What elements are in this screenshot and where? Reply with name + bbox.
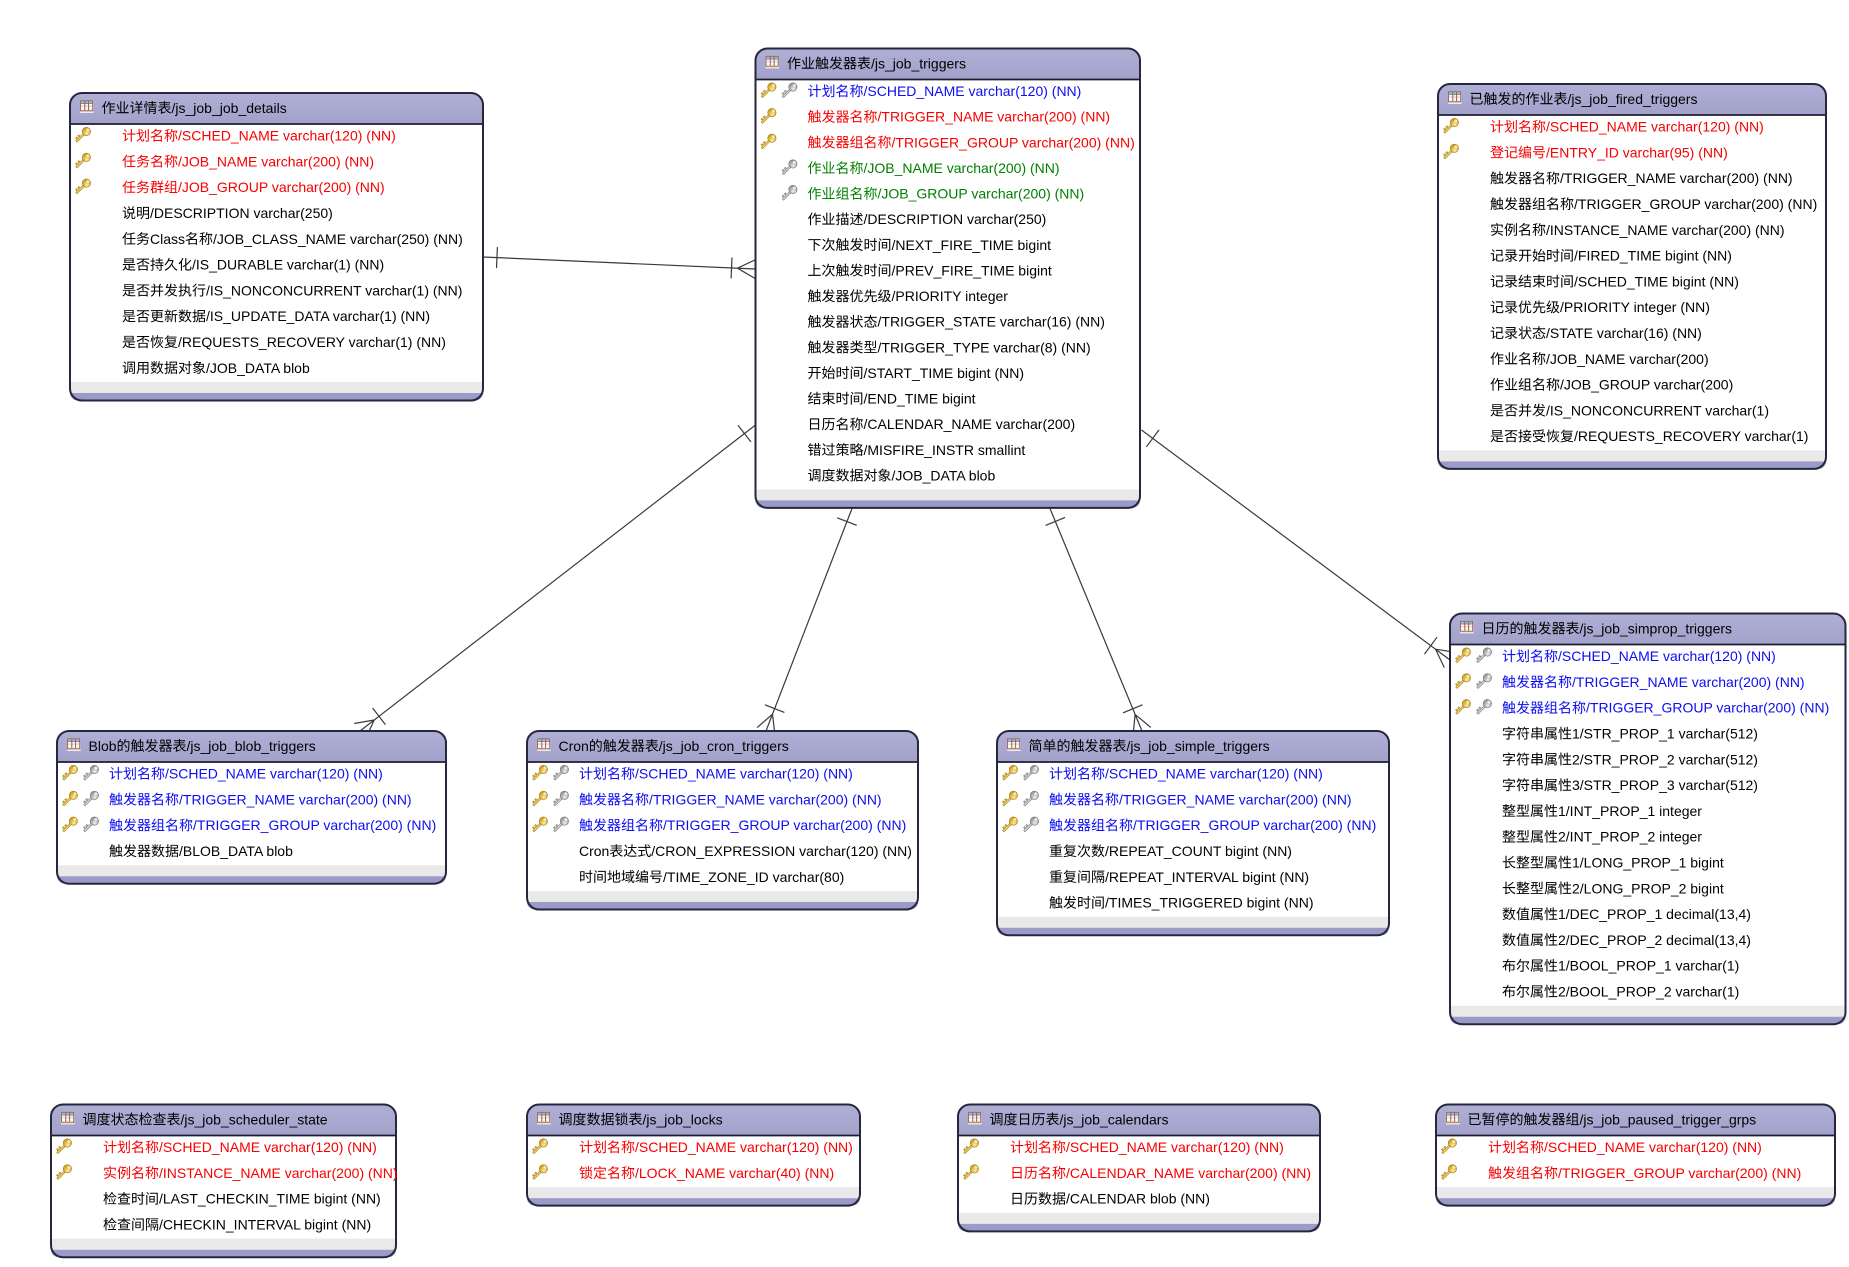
- svg-text:/js_job_triggers: /js_job_triggers: [871, 55, 966, 71]
- svg-text:/TRIGGER_GROUP varchar(200) (N: /TRIGGER_GROUP varchar(200) (NN): [1133, 817, 1376, 833]
- svg-text:/js_job_locks: /js_job_locks: [643, 1111, 723, 1127]
- svg-text:/js_job_simprop_triggers: /js_job_simprop_triggers: [1580, 620, 1733, 636]
- svg-text:/SCHED_TIME bigint (NN): /SCHED_TIME bigint (NN): [1574, 273, 1739, 289]
- svg-text:/js_job_scheduler_state: /js_job_scheduler_state: [181, 1111, 328, 1127]
- svg-text:/PRIORITY integer: /PRIORITY integer: [892, 288, 1009, 304]
- svg-text:1/DEC_PROP_1 decimal(13,4): 1/DEC_PROP_1 decimal(13,4): [1558, 906, 1751, 922]
- svg-text:/LOCK_NAME varchar(40) (NN): /LOCK_NAME varchar(40) (NN): [635, 1165, 834, 1181]
- svg-text:/MISFIRE_INSTR smallint: /MISFIRE_INSTR smallint: [864, 442, 1026, 458]
- svg-text:/IS_DURABLE varchar(1) (NN): /IS_DURABLE varchar(1) (NN): [192, 257, 384, 273]
- svg-text:/CALENDAR blob (NN): /CALENDAR blob (NN): [1066, 1191, 1210, 1207]
- svg-text:/REPEAT_INTERVAL bigint (NN): /REPEAT_INTERVAL bigint (NN): [1105, 869, 1309, 885]
- svg-text:/TRIGGER_NAME varchar(200) (NN: /TRIGGER_NAME varchar(200) (NN): [649, 791, 882, 807]
- svg-text:1/LONG_PROP_1 bigint: 1/LONG_PROP_1 bigint: [1572, 855, 1724, 871]
- svg-text:/TRIGGER_GROUP varchar(200) (N: /TRIGGER_GROUP varchar(200) (NN): [892, 134, 1135, 150]
- svg-text:/JOB_NAME varchar(200): /JOB_NAME varchar(200): [1546, 351, 1709, 367]
- svg-text:/JOB_GROUP varchar(200) (NN): /JOB_GROUP varchar(200) (NN): [878, 186, 1085, 202]
- svg-text:/JOB_CLASS_NAME varchar(250) (: /JOB_CLASS_NAME varchar(250) (NN): [213, 231, 463, 247]
- svg-text:/js_job_fired_triggers: /js_job_fired_triggers: [1568, 91, 1698, 107]
- svg-text:Cron: Cron: [559, 738, 589, 754]
- svg-text:/INSTANCE_NAME varchar(200) (N: /INSTANCE_NAME varchar(200) (NN): [159, 1165, 398, 1181]
- svg-text:/CALENDAR_NAME varchar(200) (N: /CALENDAR_NAME varchar(200) (NN): [1066, 1165, 1311, 1181]
- svg-text:/JOB_NAME varchar(200) (NN): /JOB_NAME varchar(200) (NN): [864, 160, 1060, 176]
- svg-text:3/STR_PROP_3 varchar(512): 3/STR_PROP_3 varchar(512): [1572, 777, 1758, 793]
- svg-text:1/BOOL_PROP_1 varchar(1): 1/BOOL_PROP_1 varchar(1): [1558, 958, 1739, 974]
- svg-text:/js_job_simple_triggers: /js_job_simple_triggers: [1127, 738, 1270, 754]
- svg-text:/JOB_DATA blob: /JOB_DATA blob: [206, 360, 310, 376]
- svg-text:/SCHED_NAME varchar(120) (NN): /SCHED_NAME varchar(120) (NN): [159, 1139, 377, 1155]
- svg-text:/FIRED_TIME bigint (NN): /FIRED_TIME bigint (NN): [1574, 248, 1732, 264]
- svg-text:1/INT_PROP_1 integer: 1/INT_PROP_1 integer: [1558, 803, 1702, 819]
- svg-text:/SCHED_NAME varchar(120) (NN): /SCHED_NAME varchar(120) (NN): [1546, 119, 1764, 135]
- svg-text:/REQUESTS_RECOVERY varchar(1): /REQUESTS_RECOVERY varchar(1) (NN): [178, 334, 446, 350]
- svg-text:/TRIGGER_TYPE varchar(8) (NN): /TRIGGER_TYPE varchar(8) (NN): [878, 339, 1091, 355]
- svg-text:/js_job_paused_trigger_grps: /js_job_paused_trigger_grps: [1580, 1111, 1757, 1127]
- svg-text:/SCHED_NAME varchar(120) (NN): /SCHED_NAME varchar(120) (NN): [165, 766, 383, 782]
- svg-text:/NEXT_FIRE_TIME bigint: /NEXT_FIRE_TIME bigint: [892, 237, 1052, 253]
- svg-text:2/LONG_PROP_2 bigint: 2/LONG_PROP_2 bigint: [1572, 880, 1724, 896]
- svg-text:/JOB_NAME varchar(200) (NN): /JOB_NAME varchar(200) (NN): [178, 153, 374, 169]
- svg-text:/CHECKIN_INTERVAL bigint (NN): /CHECKIN_INTERVAL bigint (NN): [159, 1217, 371, 1233]
- svg-text:/CRON_EXPRESSION varchar(120): /CRON_EXPRESSION varchar(120) (NN): [651, 843, 912, 859]
- svg-text:/STATE varchar(16) (NN): /STATE varchar(16) (NN): [1546, 325, 1702, 341]
- svg-text:/SCHED_NAME varchar(120) (NN): /SCHED_NAME varchar(120) (NN): [1105, 766, 1323, 782]
- svg-text:/TRIGGER_NAME varchar(200) (NN: /TRIGGER_NAME varchar(200) (NN): [1560, 170, 1793, 186]
- svg-text:2/DEC_PROP_2 decimal(13,4): 2/DEC_PROP_2 decimal(13,4): [1558, 932, 1751, 948]
- svg-text:/TRIGGER_NAME varchar(200) (NN: /TRIGGER_NAME varchar(200) (NN): [878, 109, 1111, 125]
- svg-text:/ENTRY_ID varchar(95) (NN): /ENTRY_ID varchar(95) (NN): [1546, 144, 1728, 160]
- svg-text:/js_job_calendars: /js_job_calendars: [1060, 1111, 1169, 1127]
- svg-text:/js_job_job_details: /js_job_job_details: [172, 100, 287, 116]
- svg-text:/TRIGGER_GROUP varchar(200) (N: /TRIGGER_GROUP varchar(200) (NN): [1558, 1165, 1801, 1181]
- svg-text:/TRIGGER_GROUP varchar(200) (N: /TRIGGER_GROUP varchar(200) (NN): [193, 817, 436, 833]
- svg-text:/BLOB_DATA blob: /BLOB_DATA blob: [179, 843, 293, 859]
- svg-text:/SCHED_NAME varchar(120) (NN): /SCHED_NAME varchar(120) (NN): [635, 1139, 853, 1155]
- svg-text:/js_job_cron_triggers: /js_job_cron_triggers: [659, 738, 789, 754]
- svg-text:/REPEAT_COUNT bigint (NN): /REPEAT_COUNT bigint (NN): [1105, 843, 1292, 859]
- svg-text:/SCHED_NAME varchar(120) (NN): /SCHED_NAME varchar(120) (NN): [864, 83, 1082, 99]
- svg-text:1/STR_PROP_1 varchar(512): 1/STR_PROP_1 varchar(512): [1572, 726, 1758, 742]
- svg-text:Cron: Cron: [579, 843, 609, 859]
- svg-text:/PREV_FIRE_TIME bigint: /PREV_FIRE_TIME bigint: [892, 262, 1052, 278]
- svg-text:/JOB_DATA blob: /JOB_DATA blob: [892, 467, 996, 483]
- svg-text:/SCHED_NAME varchar(120) (NN): /SCHED_NAME varchar(120) (NN): [1558, 648, 1776, 664]
- svg-text:/INSTANCE_NAME varchar(200) (N: /INSTANCE_NAME varchar(200) (NN): [1546, 222, 1785, 238]
- svg-text:/TIMES_TRIGGERED bigint (NN): /TIMES_TRIGGERED bigint (NN): [1105, 895, 1313, 911]
- svg-text:/IS_NONCONCURRENT varchar(1) (: /IS_NONCONCURRENT varchar(1) (NN): [206, 282, 462, 298]
- svg-text:/CALENDAR_NAME varchar(200): /CALENDAR_NAME varchar(200): [864, 416, 1076, 432]
- svg-text:/START_TIME bigint (NN): /START_TIME bigint (NN): [864, 365, 1025, 381]
- svg-text:/LAST_CHECKIN_TIME bigint (NN): /LAST_CHECKIN_TIME bigint (NN): [159, 1191, 381, 1207]
- svg-text:/JOB_GROUP varchar(200): /JOB_GROUP varchar(200): [1560, 377, 1733, 393]
- svg-text:2/BOOL_PROP_2 varchar(1): 2/BOOL_PROP_2 varchar(1): [1558, 984, 1739, 1000]
- svg-text:/DESCRIPTION varchar(250): /DESCRIPTION varchar(250): [150, 205, 333, 221]
- svg-text:/TRIGGER_NAME varchar(200) (NN: /TRIGGER_NAME varchar(200) (NN): [179, 791, 412, 807]
- svg-text:/PRIORITY integer (NN): /PRIORITY integer (NN): [1560, 299, 1710, 315]
- svg-text:/TRIGGER_GROUP varchar(200) (N: /TRIGGER_GROUP varchar(200) (NN): [663, 817, 906, 833]
- svg-text:/SCHED_NAME varchar(120) (NN): /SCHED_NAME varchar(120) (NN): [1544, 1139, 1762, 1155]
- svg-text:/TRIGGER_STATE varchar(16) (NN: /TRIGGER_STATE varchar(16) (NN): [878, 314, 1105, 330]
- svg-text:/js_job_blob_triggers: /js_job_blob_triggers: [187, 738, 316, 754]
- svg-text:/IS_UPDATE_DATA varchar(1) (NN: /IS_UPDATE_DATA varchar(1) (NN): [206, 308, 430, 324]
- svg-text:/TRIGGER_NAME varchar(200) (NN: /TRIGGER_NAME varchar(200) (NN): [1572, 674, 1805, 690]
- svg-text:/SCHED_NAME varchar(120) (NN): /SCHED_NAME varchar(120) (NN): [635, 766, 853, 782]
- svg-text:/END_TIME bigint: /END_TIME bigint: [864, 391, 976, 407]
- svg-text:/SCHED_NAME varchar(120) (NN): /SCHED_NAME varchar(120) (NN): [178, 128, 396, 144]
- svg-text:/REQUESTS_RECOVERY varchar(1): /REQUESTS_RECOVERY varchar(1): [1574, 428, 1808, 444]
- svg-text:/TRIGGER_GROUP varchar(200) (N: /TRIGGER_GROUP varchar(200) (NN): [1586, 700, 1829, 716]
- svg-text:/TRIGGER_GROUP varchar(200) (N: /TRIGGER_GROUP varchar(200) (NN): [1574, 196, 1817, 212]
- svg-text:/TRIGGER_NAME varchar(200) (NN: /TRIGGER_NAME varchar(200) (NN): [1119, 791, 1352, 807]
- svg-text:Blob: Blob: [89, 738, 117, 754]
- svg-text:/TIME_ZONE_ID varchar(80): /TIME_ZONE_ID varchar(80): [663, 869, 844, 885]
- svg-text:/SCHED_NAME varchar(120) (NN): /SCHED_NAME varchar(120) (NN): [1066, 1139, 1284, 1155]
- svg-text:/JOB_GROUP varchar(200) (NN): /JOB_GROUP varchar(200) (NN): [178, 179, 385, 195]
- svg-text:2/STR_PROP_2 varchar(512): 2/STR_PROP_2 varchar(512): [1572, 751, 1758, 767]
- svg-text:/DESCRIPTION varchar(250): /DESCRIPTION varchar(250): [864, 211, 1047, 227]
- svg-text:2/INT_PROP_2 integer: 2/INT_PROP_2 integer: [1558, 829, 1702, 845]
- svg-text:/IS_NONCONCURRENT varchar(1): /IS_NONCONCURRENT varchar(1): [1546, 402, 1769, 418]
- svg-text:Class: Class: [150, 231, 185, 247]
